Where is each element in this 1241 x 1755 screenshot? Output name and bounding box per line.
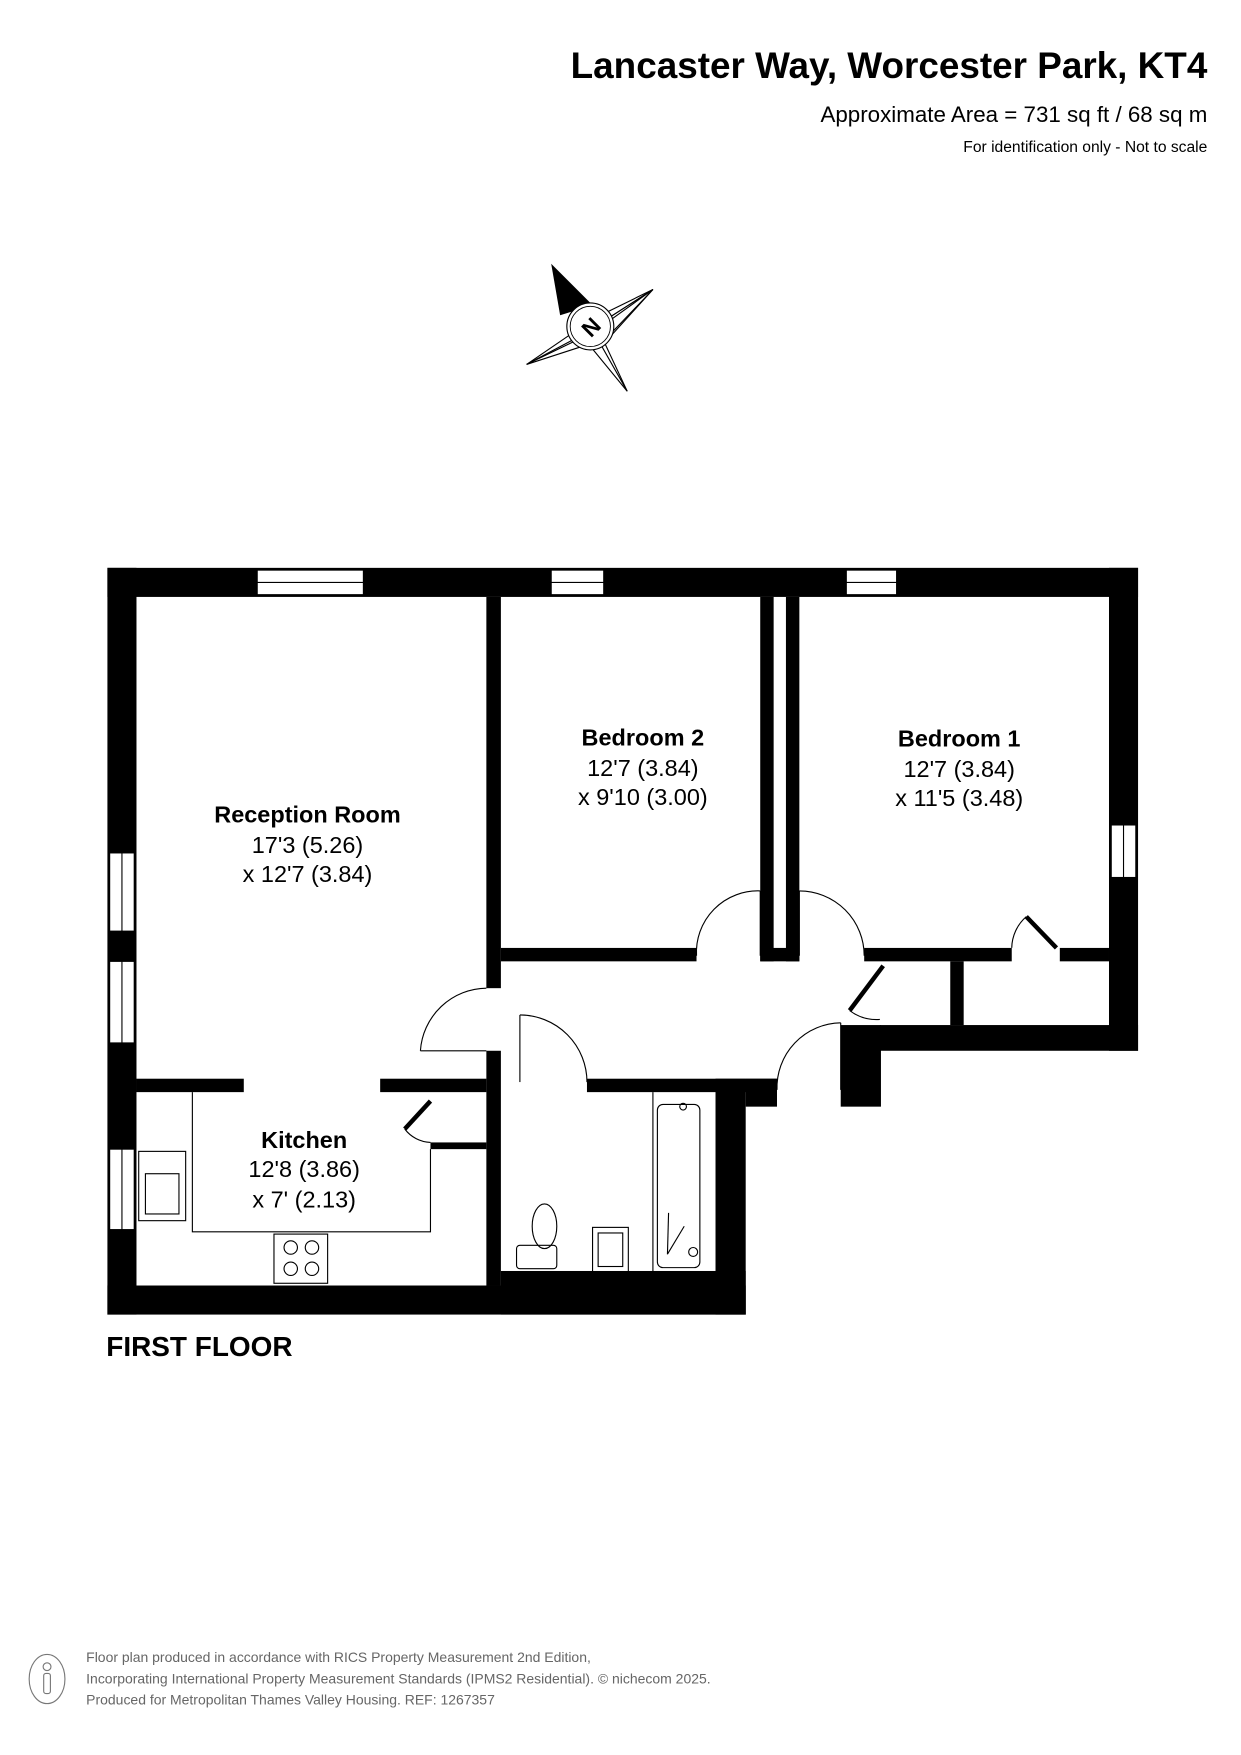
room-dimension: 17'3 (5.26) [252, 832, 363, 858]
room-dimension: x 11'5 (3.48) [895, 785, 1023, 811]
room-name: Bedroom 2 [582, 725, 705, 751]
room-bedroom-2: Bedroom 2 12'7 (3.84) x 9'10 (3.00) [578, 725, 708, 810]
hob-icon [273, 1233, 329, 1284]
room-bedroom-1: Bedroom 1 12'7 (3.84) x 11'5 (3.48) [895, 726, 1023, 811]
approximate-area: Approximate Area = 731 sq ft / 68 sq m [820, 102, 1207, 127]
property-title: Lancaster Way, Worcester Park, KT4 [571, 45, 1208, 86]
room-dimension: 12'7 (3.84) [903, 756, 1014, 782]
sink-icon [138, 1150, 187, 1222]
windows [109, 569, 1137, 1231]
rics-logo-icon [28, 1653, 66, 1705]
footer-line-2: Incorporating International Property Mea… [86, 1670, 710, 1686]
compass-icon: N [526, 263, 654, 392]
room-kitchen: Kitchen 12'8 (3.86) x 7' (2.13) [248, 1127, 359, 1212]
room-name: Bedroom 1 [898, 726, 1021, 752]
footer-line-3: Produced for Metropolitan Thames Valley … [86, 1692, 495, 1708]
footer-line-1: Floor plan produced in accordance with R… [86, 1649, 591, 1665]
basin-icon [591, 1226, 629, 1273]
toilet-icon [515, 1203, 558, 1270]
room-name: Reception Room [214, 802, 400, 828]
room-dimension: 12'7 (3.84) [587, 755, 698, 781]
room-dimension: x 12'7 (3.84) [243, 861, 373, 887]
room-dimension: 12'8 (3.86) [248, 1156, 359, 1182]
bath-icon [652, 1092, 701, 1271]
room-name: Kitchen [261, 1127, 347, 1153]
floor-label: FIRST FLOOR [106, 1331, 292, 1362]
fixtures [138, 1092, 701, 1284]
disclaimer: For identification only - Not to scale [963, 139, 1207, 156]
room-dimension: x 7' (2.13) [252, 1186, 356, 1212]
room-reception: Reception Room 17'3 (5.26) x 12'7 (3.84) [214, 802, 400, 887]
doors [403, 890, 1059, 1143]
room-dimension: x 9'10 (3.00) [578, 784, 708, 810]
